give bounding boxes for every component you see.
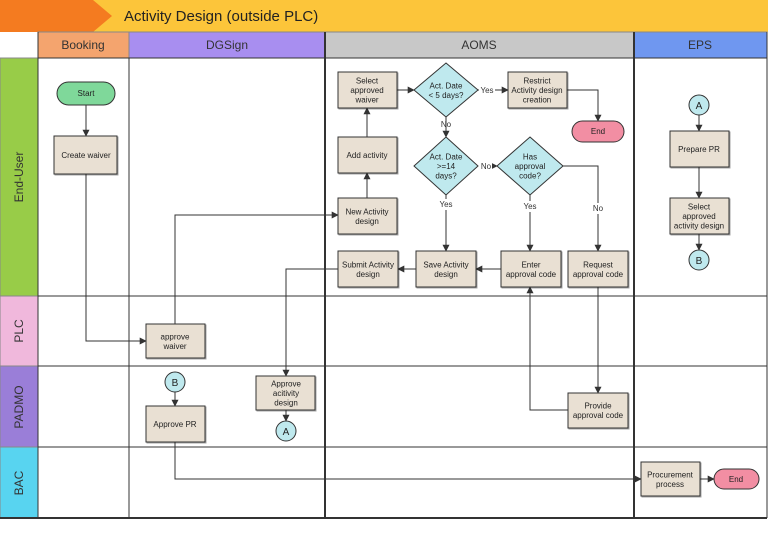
column-label-dgsign: DGSign: [206, 38, 248, 52]
create-waiver-process: [53, 135, 118, 175]
column-header-aoms: [324, 31, 635, 59]
edge-labels: Yes No No Yes Yes No: [437, 85, 606, 214]
connector-a-eps: [688, 94, 710, 116]
approve-waiver-process: [145, 323, 206, 359]
lane-grid: [0, 32, 768, 519]
edge-provide-enter: [526, 286, 568, 411]
edge-decapproval-request: [563, 165, 602, 252]
decision-act-date-5: [413, 62, 479, 118]
connector-a-eps-label: A: [696, 101, 703, 112]
title-banner: Activity Design (outside PLC): [0, 0, 768, 32]
row-headers: End-User PLC PADMO BAC: [0, 57, 39, 519]
approve-activity-design-process: [255, 375, 316, 411]
connector-b-dgsign-label: B: [172, 378, 179, 389]
connector-b-eps-label: B: [696, 256, 703, 267]
edge-approve-waiver-new-activity: [174, 211, 339, 324]
edge-label-no-request: No: [593, 204, 604, 213]
column-header-dgsign: [128, 31, 326, 59]
edge-label-yes-enter: Yes: [523, 202, 536, 211]
approve-pr-label: Approve PR: [153, 420, 196, 429]
edge-label-no-14days: No: [481, 162, 492, 171]
decision-has-approval-code: [496, 136, 564, 196]
select-approved-waiver-process: [337, 71, 398, 109]
approve-pr-process: [145, 405, 206, 443]
end-terminal-aoms-label: End: [591, 127, 605, 136]
column-headers: Booking DGSign AOMS EPS: [37, 31, 768, 59]
prepare-pr-process: [669, 130, 730, 168]
start-label: Start: [78, 89, 96, 98]
select-approved-activity-process: [669, 197, 730, 235]
restrict-activity-process: [507, 71, 568, 109]
edge-restrict-end: [567, 89, 602, 122]
submit-activity-design-process: [337, 250, 399, 288]
column-label-booking: Booking: [61, 38, 104, 52]
row-label-plc: PLC: [12, 319, 26, 343]
provide-approval-code-process: [567, 392, 629, 429]
new-activity-design-process: [337, 197, 398, 235]
edge-label-no-5days: No: [441, 120, 452, 129]
connector-b-dgsign: [164, 371, 186, 393]
add-activity-process: [337, 136, 398, 174]
column-label-aoms: AOMS: [461, 38, 496, 52]
save-activity-design-process: [415, 250, 477, 288]
connector-b-eps: [688, 249, 710, 271]
edge-label-yes-restrict: Yes: [480, 86, 493, 95]
procurement-process: [640, 461, 701, 497]
enter-approval-code-process: [500, 250, 562, 288]
column-label-eps: EPS: [688, 38, 712, 52]
row-label-end-user: End-User: [12, 152, 26, 203]
row-label-bac: BAC: [12, 470, 26, 495]
request-approval-code-process: [567, 250, 629, 288]
row-header-padmo: [0, 365, 39, 448]
start-terminal: [56, 81, 116, 106]
banner-background: [0, 0, 768, 32]
row-label-padmo: PADMO: [12, 385, 26, 428]
add-activity-label: Add activity: [347, 151, 388, 160]
edge-create-approve-waiver: [85, 174, 147, 345]
end-terminal-aoms: [571, 120, 625, 143]
prepare-pr-label: Prepare PR: [678, 145, 720, 154]
banner-arrow: [0, 0, 112, 32]
edge-approve-pr-procurement: [174, 442, 642, 483]
decision-act-date-14: [413, 136, 479, 196]
end-terminal-bac-label: End: [729, 475, 743, 484]
page-title: Activity Design (outside PLC): [124, 8, 318, 25]
decision-act-date-5-label: Act. Date< 5 days?: [429, 81, 464, 100]
connector-a-dgsign-label: A: [283, 427, 290, 438]
row-header-end-user: [0, 57, 39, 297]
end-terminal-bac: [713, 468, 760, 490]
connector-a-dgsign: [275, 420, 297, 442]
edge-label-yes-save: Yes: [439, 200, 452, 209]
create-waiver-label: Create waiver: [61, 151, 111, 160]
edge-submit-approve-design: [282, 268, 338, 377]
flow-edges: [82, 86, 715, 483]
